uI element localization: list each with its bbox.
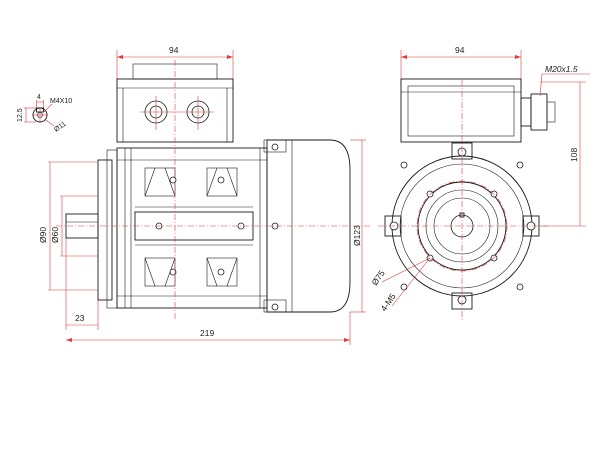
shaft-dim-4: 4 (37, 94, 41, 101)
side-dia-90: Ø90 (38, 227, 48, 243)
front-view: 94 M20x1.5 108 (369, 45, 590, 320)
side-width-94: 94 (169, 45, 179, 55)
shaft-length-23: 23 (75, 313, 85, 323)
shaft-thread-label: M4X10 (50, 98, 72, 105)
shaft-dim-12-5: 12.5 (17, 108, 24, 122)
side-dia-60: Ø60 (50, 227, 60, 243)
side-view: 94 (38, 45, 370, 345)
gland-m20: M20x1.5 (545, 64, 578, 74)
height-108: 108 (569, 148, 579, 162)
front-width-94: 94 (455, 45, 465, 55)
front-dia-75: Ø75 (369, 268, 387, 287)
overall-length-219: 219 (200, 328, 214, 338)
shaft-dim-11: Ø11 (53, 121, 68, 134)
shaft-end-detail: 4 M4X10 12.5 Ø11 (17, 94, 72, 134)
fan-cover-dia-123: Ø123 (352, 225, 362, 246)
